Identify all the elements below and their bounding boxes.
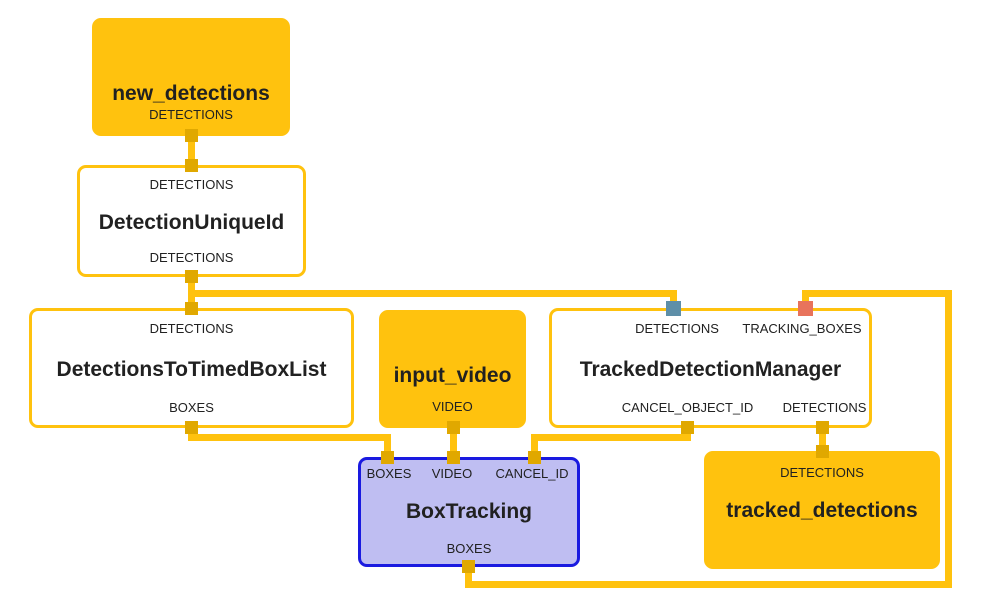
node-detection-unique-id[interactable]: DETECTIONS DetectionUniqueId DETECTIONS (77, 165, 306, 277)
port-label-box-tracking-out-boxes: BOXES (446, 541, 492, 556)
edge-input-video-to-box-tracking (450, 420, 457, 460)
port-label-tracked-detection-manager-out-cancel: CANCEL_OBJECT_ID (621, 400, 754, 415)
node-tracked-detection-manager[interactable]: DETECTIONS TRACKING_BOXES TrackedDetecti… (549, 308, 872, 428)
node-new-detections-title: new_detections (112, 82, 270, 105)
port-label-box-tracking-in-cancel-id: CANCEL_ID (495, 466, 569, 481)
edge-feedback-drop (465, 562, 472, 588)
node-tracked-detections[interactable]: DETECTIONS tracked_detections (704, 451, 940, 569)
node-detection-unique-id-title: DetectionUniqueId (98, 211, 285, 234)
edge-tracked-detection-manager-to-tracked-detections (819, 420, 826, 460)
edge-boxes-horizontal (188, 434, 391, 441)
node-detections-to-timed-box-list[interactable]: DETECTIONS DetectionsToTimedBoxList BOXE… (29, 308, 354, 428)
port-label-detections-to-timed-box-list-out: BOXES (169, 400, 214, 415)
port-detections-to-timed-box-list-in[interactable] (185, 302, 198, 315)
node-box-tracking[interactable]: BOXES VIDEO CANCEL_ID BoxTracking BOXES (358, 457, 580, 567)
edge-detection-bus-horizontal (188, 290, 677, 297)
port-label-input-video-out: VIDEO (432, 399, 473, 414)
port-detections-to-timed-box-list-out[interactable] (185, 421, 198, 434)
port-input-video-out[interactable] (447, 421, 460, 434)
port-tracked-detection-manager-out-cancel[interactable] (681, 421, 694, 434)
edge-detection-unique-id-out-drop (188, 272, 195, 300)
edge-cancel-horizontal (531, 434, 691, 441)
port-tracked-detection-manager-out-detections[interactable] (816, 421, 829, 434)
port-label-new-detections-out: DETECTIONS (149, 107, 233, 122)
port-label-detection-unique-id-in: DETECTIONS (149, 177, 234, 192)
port-label-box-tracking-in-video: VIDEO (431, 466, 473, 481)
port-new-detections-out[interactable] (185, 129, 198, 142)
edge-feedback-top (802, 290, 952, 297)
port-label-detections-to-timed-box-list-in: DETECTIONS (149, 321, 234, 336)
edge-cancel-into-box-tracking (531, 434, 538, 460)
port-label-detection-unique-id-out: DETECTIONS (149, 250, 234, 265)
port-label-tracked-detection-manager-in-detections: DETECTIONS (635, 321, 719, 336)
node-box-tracking-title: BoxTracking (405, 500, 533, 523)
edge-feedback-bottom (465, 581, 952, 588)
node-tracked-detections-title: tracked_detections (726, 499, 918, 522)
port-box-tracking-in-video[interactable] (447, 451, 460, 464)
port-tracked-detection-manager-in-tracking-boxes[interactable] (798, 301, 813, 316)
port-label-tracked-detection-manager-in-tracking-boxes: TRACKING_BOXES (742, 321, 862, 336)
edge-new-detections-to-detection-unique-id (188, 132, 195, 172)
edge-feedback-into-tracking-boxes (802, 290, 809, 310)
node-input-video-title: input_video (393, 364, 512, 387)
edge-feedback-right (945, 290, 952, 588)
port-box-tracking-in-cancel-id[interactable] (528, 451, 541, 464)
port-tracked-detection-manager-in-detections[interactable] (666, 301, 681, 316)
port-label-tracked-detections-in: DETECTIONS (780, 465, 864, 480)
port-box-tracking-in-boxes[interactable] (381, 451, 394, 464)
node-input-video[interactable]: input_video VIDEO (379, 310, 526, 428)
port-tracked-detections-in[interactable] (816, 445, 829, 458)
port-box-tracking-out-boxes[interactable] (462, 560, 475, 573)
node-detections-to-timed-box-list-title: DetectionsToTimedBoxList (56, 358, 327, 381)
node-new-detections[interactable]: new_detections DETECTIONS (92, 18, 290, 136)
port-label-box-tracking-in-boxes: BOXES (366, 466, 412, 481)
edge-bus-to-detections-to-timed-box-list (188, 290, 195, 312)
node-tracked-detection-manager-title: TrackedDetectionManager (579, 358, 842, 381)
port-detection-unique-id-out[interactable] (185, 270, 198, 283)
edge-boxes-into-box-tracking (384, 434, 391, 460)
port-label-tracked-detection-manager-out-detections: DETECTIONS (782, 400, 867, 415)
port-detection-unique-id-in[interactable] (185, 159, 198, 172)
